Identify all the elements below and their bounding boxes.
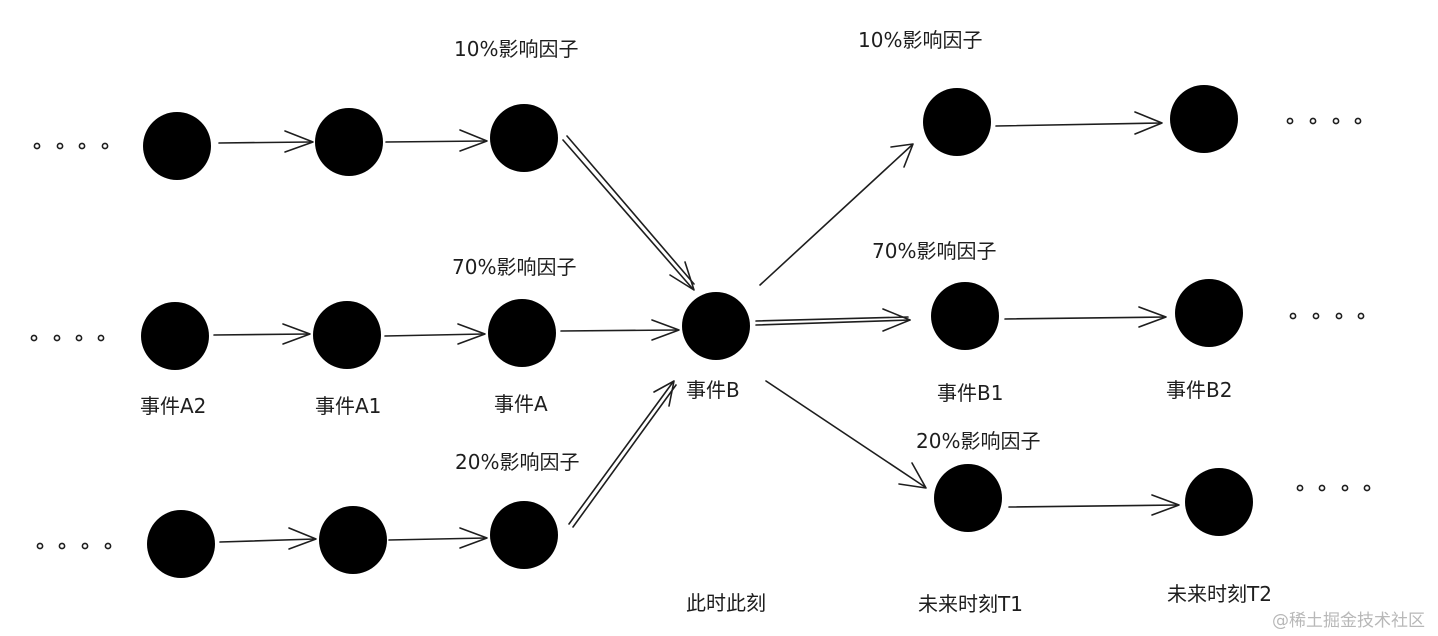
factor-label-top-right: 10%影响因子 — [858, 28, 982, 52]
ellipsis-right-row2 — [1289, 312, 1365, 320]
label-event-a2: 事件A2 — [140, 394, 206, 418]
node-event-a2 — [141, 302, 209, 370]
ellipsis-left-row2 — [30, 334, 105, 342]
ellipsis-left-row3 — [36, 542, 112, 550]
node-a-row3 — [490, 501, 558, 569]
arrow-a1-to-a-row3 — [388, 527, 488, 549]
time-label-now: 此时此刻 — [686, 591, 766, 615]
label-event-b2: 事件B2 — [1166, 378, 1232, 402]
arrow-a2-to-a1-row2 — [213, 323, 311, 345]
node-event-b — [682, 292, 750, 360]
arrow-a2-to-a1-row3 — [219, 527, 317, 550]
label-event-a1: 事件A1 — [315, 394, 381, 418]
arrow-a1-to-a-row1 — [385, 129, 488, 152]
label-event-a: 事件A — [494, 392, 548, 416]
arrow-b-to-b1-row1 — [759, 143, 914, 286]
arrow-a-row1-to-b — [562, 135, 695, 291]
watermark: @稀土掘金技术社区 — [1272, 611, 1425, 631]
node-b1-row1 — [923, 88, 991, 156]
node-a-row1 — [490, 104, 558, 172]
label-event-b1: 事件B1 — [937, 381, 1003, 405]
arrow-a1-to-a-row2 — [384, 323, 486, 345]
node-a2-row1 — [143, 112, 211, 180]
arrow-event-a-to-b — [560, 319, 680, 341]
node-a1-row3 — [319, 506, 387, 574]
node-event-a1 — [313, 301, 381, 369]
arrow-b-to-b1-row3 — [765, 380, 927, 489]
node-a2-row3 — [147, 510, 215, 578]
node-b1-row3 — [934, 464, 1002, 532]
ellipsis-right-row1 — [1286, 117, 1362, 125]
time-label-t1: 未来时刻T1 — [918, 592, 1023, 616]
node-event-b1 — [931, 282, 999, 350]
arrow-a2-to-a1-row1 — [218, 130, 314, 153]
arrow-b-to-event-b1 — [755, 308, 911, 332]
node-a1-row1 — [315, 108, 383, 176]
ellipsis-right-row3 — [1296, 484, 1371, 492]
arrow-b1-to-b2-row3 — [1008, 494, 1180, 516]
factor-label-mid-left: 70%影响因子 — [452, 255, 576, 279]
factor-label-bottom-right: 20%影响因子 — [916, 429, 1040, 453]
label-event-b: 事件B — [686, 378, 740, 402]
node-b2-row3 — [1185, 468, 1253, 536]
arrow-a-row3-to-b — [568, 380, 677, 528]
factor-label-bottom-left: 20%影响因子 — [455, 450, 579, 474]
arrow-b1-to-b2-row1 — [995, 111, 1163, 135]
node-event-b2 — [1175, 279, 1243, 347]
arrow-event-b1-to-b2 — [1004, 306, 1167, 328]
node-event-a — [488, 299, 556, 367]
factor-label-mid-right: 70%影响因子 — [872, 239, 996, 263]
factor-label-top-left: 10%影响因子 — [454, 37, 578, 61]
ellipsis-left-row1 — [33, 142, 109, 150]
node-b2-row1 — [1170, 85, 1238, 153]
time-label-t2: 未来时刻T2 — [1167, 582, 1272, 606]
